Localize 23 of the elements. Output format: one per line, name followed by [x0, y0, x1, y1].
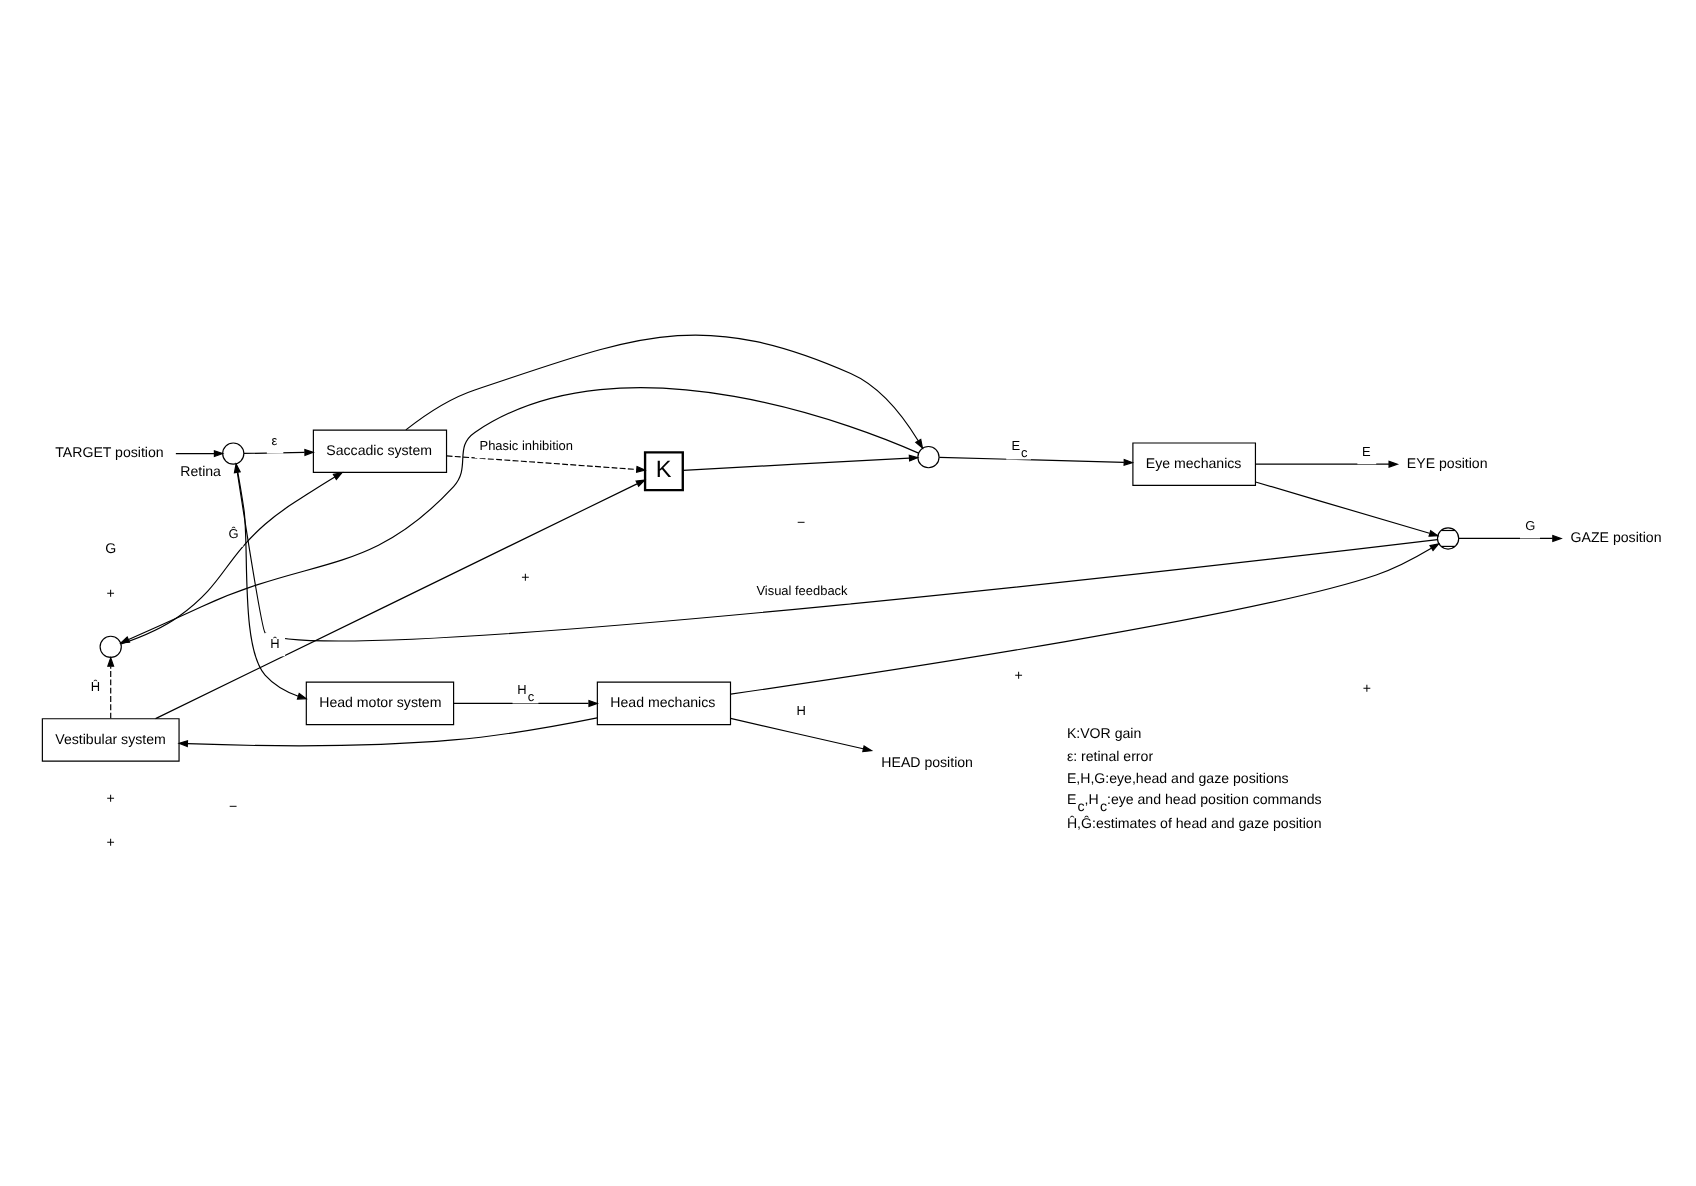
arrow [119, 387, 920, 644]
node-circle [222, 442, 245, 465]
arrow [1458, 534, 1563, 543]
arrow [243, 448, 315, 457]
arrow [453, 699, 599, 708]
arrow [405, 334, 924, 450]
arrow [446, 455, 647, 474]
arrow [682, 454, 920, 471]
arrow [175, 449, 225, 458]
node-box: K [643, 451, 684, 492]
arrow [107, 656, 115, 719]
arrow [235, 463, 308, 700]
arrow [155, 479, 647, 720]
node-circle [917, 445, 940, 469]
arrow [730, 717, 874, 753]
arrow [233, 462, 1439, 642]
arrow [1255, 460, 1400, 468]
arrow [120, 471, 344, 645]
arrow [177, 717, 598, 748]
arrow [938, 456, 1135, 467]
arrow [730, 542, 1441, 695]
node-circle [99, 635, 122, 659]
arrow [1255, 481, 1440, 537]
